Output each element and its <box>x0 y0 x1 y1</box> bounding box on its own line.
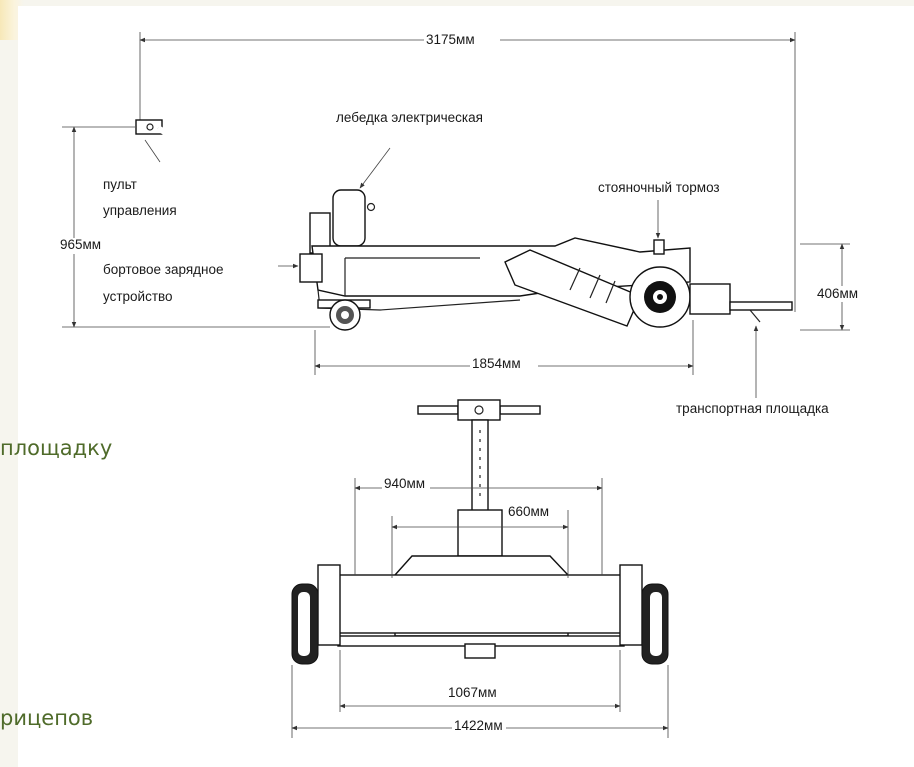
label-charger-1: бортовое зарядное <box>103 262 224 277</box>
handlebar-left <box>417 405 459 415</box>
dim-1854: 1854мм <box>472 356 521 371</box>
motor-housing <box>457 509 503 557</box>
background-text-2: рицепов <box>0 706 94 730</box>
label-transport-platform: транспортная площадка <box>676 401 829 416</box>
label-parking-brake: стояночный тормоз <box>598 180 720 195</box>
front-view: 940мм 660мм 1067мм 1422мм <box>291 399 669 738</box>
background-text-1: площадку <box>0 436 113 460</box>
parking-brake <box>653 239 665 255</box>
dim-965: 965мм <box>60 237 101 252</box>
dim-1422: 1422мм <box>454 718 503 733</box>
label-control-2: управления <box>103 203 177 218</box>
transport-platform <box>729 301 793 311</box>
dim-660: 660мм <box>508 504 549 519</box>
dim-3175: 3175мм <box>426 32 475 47</box>
dim-1067: 1067мм <box>448 685 497 700</box>
side-view: 3175мм 965мм 406мм 1854мм <box>60 32 863 416</box>
platform-box <box>689 283 731 315</box>
control-handle <box>135 119 163 135</box>
dim-940: 940мм <box>384 476 425 491</box>
label-winch: лебедка электрическая <box>336 110 483 125</box>
dim-406: 406мм <box>817 286 858 301</box>
label-control-1: пульт <box>103 177 137 192</box>
winch <box>332 189 366 247</box>
label-charger-2: устройство <box>103 289 173 304</box>
charger-box <box>299 253 323 283</box>
handlebar-right <box>499 405 541 415</box>
